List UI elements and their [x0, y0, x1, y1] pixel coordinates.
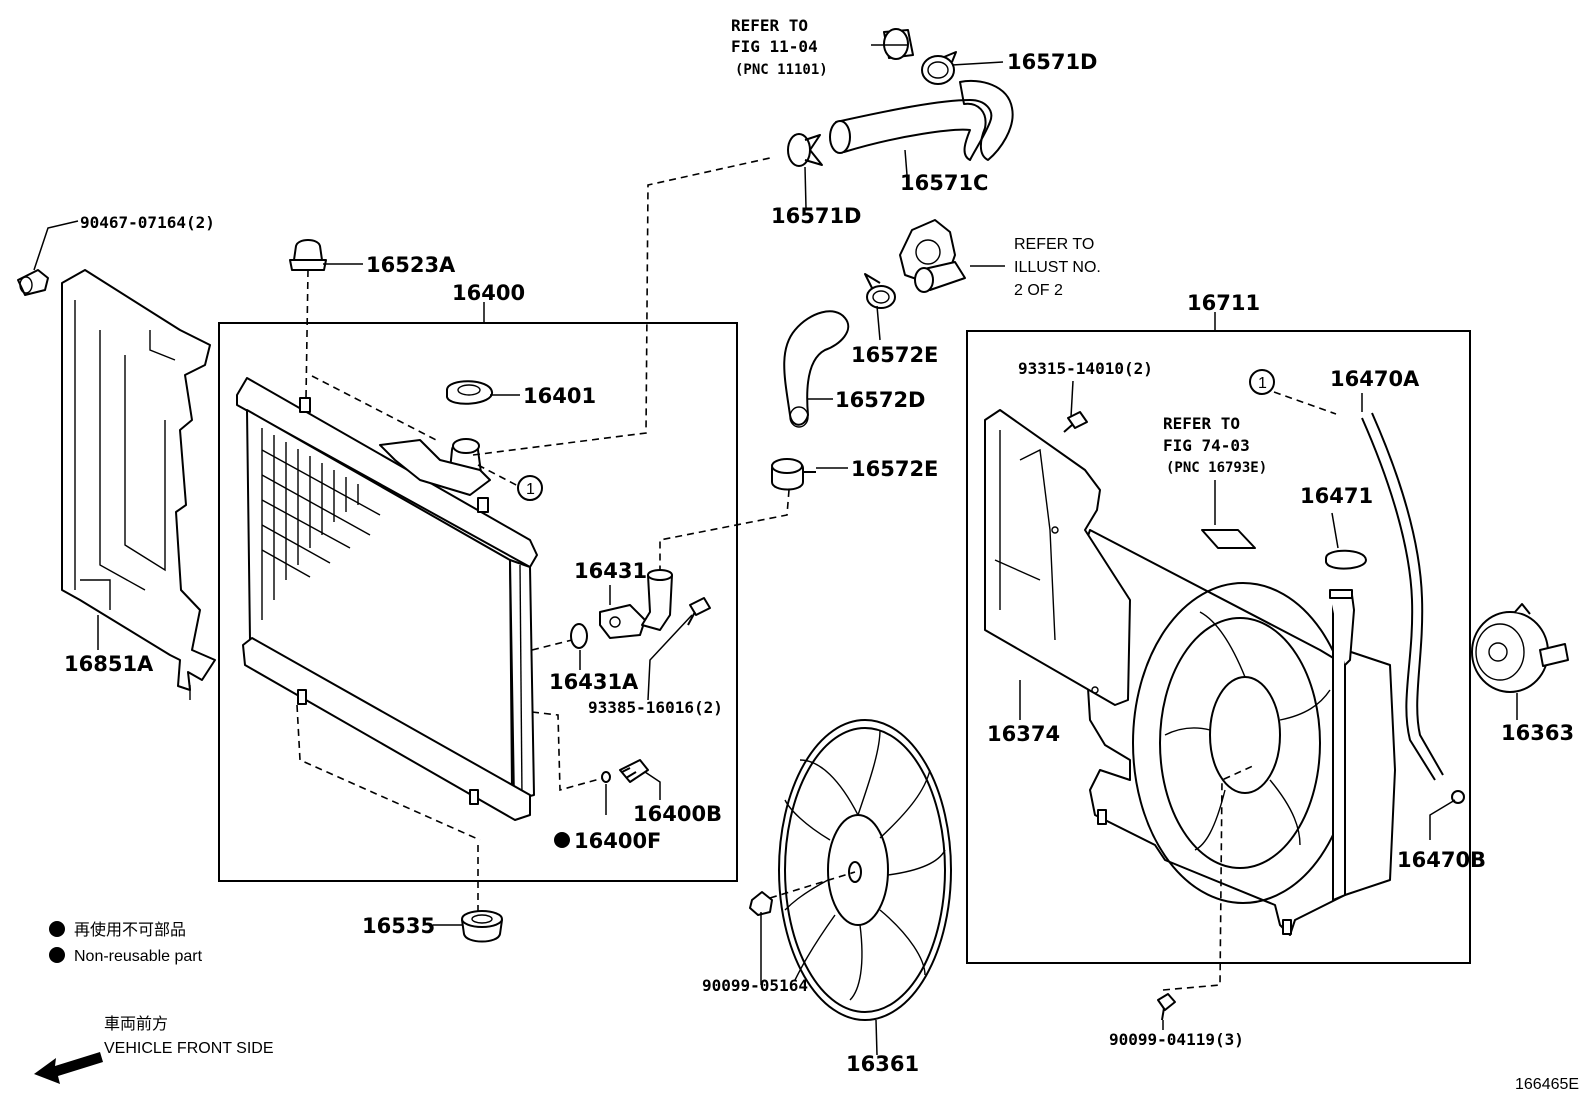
- gasket-16400F: [601, 771, 611, 783]
- label-90099-05164: 90099-05164: [702, 976, 808, 995]
- ref-fig1104-line2: FIG 11-04: [731, 37, 818, 56]
- fan-shroud-group-box: [966, 330, 1471, 964]
- side-deflector-16851A: [61, 269, 216, 700]
- vehicle-front-indicator: 車両前方 VEHICLE FRONT SIDE: [34, 1015, 274, 1084]
- label-16471: 16471: [1300, 484, 1373, 508]
- label-16523A: 16523A: [366, 253, 456, 277]
- label-16571D-bot: 16571D: [771, 204, 862, 228]
- label-93385: 93385-16016(2): [588, 698, 723, 717]
- label-16571C: 16571C: [900, 171, 988, 195]
- front-arrow-icon: [34, 1052, 103, 1084]
- ref-illust-line3: 2 OF 2: [1014, 282, 1063, 299]
- front-en-text: VEHICLE FRONT SIDE: [104, 1040, 274, 1057]
- label-16711: 16711: [1187, 291, 1260, 315]
- thermostat-housing: [899, 219, 966, 293]
- hose-clamp-mid: [787, 133, 823, 167]
- label-16400: 16400: [452, 281, 525, 305]
- ref-illust-line1: REFER TO: [1014, 236, 1094, 253]
- dashed-lines: [296, 157, 1337, 991]
- upper-hose-16571C: [829, 80, 1014, 161]
- shroud-plate-16374: [984, 409, 1131, 706]
- reservoir-tank: [1329, 589, 1355, 666]
- label-90467: 90467-07164(2): [80, 213, 215, 232]
- hose-clamp-16572E-top: [864, 273, 896, 309]
- o-ring-16431A: [570, 623, 588, 649]
- label-16572E-top: 16572E: [851, 343, 938, 367]
- legend-dot-en: [49, 947, 65, 963]
- fan-motor-16363: [1471, 603, 1569, 693]
- legend-jp-text: 再使用不可部品: [74, 921, 186, 939]
- hose-clamp-top: [921, 51, 957, 85]
- radiator-16400: [236, 377, 538, 821]
- front-jp-text: 車両前方: [104, 1015, 168, 1033]
- overflow-hose-16470A: [1361, 412, 1444, 781]
- ref-fig-11-04: REFER TO FIG 11-04 (PNC 11101): [731, 16, 828, 78]
- label-16470A: 16470A: [1330, 367, 1420, 391]
- cushion-16523A: [289, 239, 327, 271]
- label-16363: 16363: [1501, 721, 1574, 745]
- label-16400F: 16400F: [574, 829, 661, 853]
- legend-en-text: Non-reusable part: [74, 948, 203, 965]
- label-16535: 16535: [362, 914, 435, 938]
- fan-16361: [778, 719, 952, 1021]
- radiator-cap-16401: [446, 380, 493, 405]
- clip-90467: [17, 269, 49, 296]
- bolt-90099-04119: [1157, 993, 1176, 1021]
- legend-dot-jp: [49, 921, 65, 937]
- clip-16470B: [1451, 790, 1465, 804]
- drain-cock-16400B: [619, 759, 649, 783]
- bolt-93385: [687, 597, 711, 626]
- label-16401: 16401: [523, 384, 596, 408]
- non-reusable-dot: [554, 832, 570, 848]
- label-16400B: 16400B: [633, 802, 722, 826]
- label-16470B: 16470B: [1397, 848, 1486, 872]
- ref-illust-2-of-2: REFER TO ILLUST NO. 2 OF 2: [1014, 236, 1101, 299]
- ref-fig7403-line1: REFER TO: [1163, 414, 1240, 433]
- nut-90099-05164: [749, 891, 773, 916]
- ref-fig1104-line3: (PNC 11101): [735, 62, 828, 78]
- lower-hose-16572D: [783, 310, 850, 428]
- diagram-code: 166465E: [1515, 1076, 1579, 1093]
- ref-fig1104-line1: REFER TO: [731, 16, 808, 35]
- label-93315: 93315-14010(2): [1018, 359, 1153, 378]
- cushion-16535: [461, 910, 503, 943]
- marker-one-left-text: 1: [526, 481, 535, 498]
- label-16851A: 16851A: [64, 652, 154, 676]
- leader-lines: [33, 44, 1518, 1056]
- marker-one-right: 1: [1249, 369, 1275, 395]
- label-16361: 16361: [846, 1052, 919, 1076]
- ref-fig7403-line3: (PNC 16793E): [1166, 460, 1267, 476]
- ref-fig-74-03: REFER TO FIG 74-03 (PNC 16793E): [1163, 414, 1267, 476]
- legend: 再使用不可部品 Non-reusable part: [49, 921, 203, 965]
- reservoir-cap-16471: [1325, 549, 1367, 570]
- label-16431A: 16431A: [549, 670, 639, 694]
- label-16571D-top: 16571D: [1007, 50, 1098, 74]
- label-90099-04119: 90099-04119(3): [1109, 1030, 1244, 1049]
- shroud-16711: [1079, 529, 1396, 936]
- label-16431: 16431: [574, 559, 647, 583]
- label-16572E-bot: 16572E: [851, 457, 938, 481]
- hose-clamp-16572E-bot: [771, 458, 816, 491]
- water-inlet-16431: [599, 569, 673, 639]
- ref-illust-line2: ILLUST NO.: [1014, 259, 1101, 276]
- hose-pipe-part: [883, 28, 914, 60]
- ref-fig7403-line2: FIG 74-03: [1163, 436, 1250, 455]
- label-16572D: 16572D: [835, 388, 926, 412]
- marker-one-left: 1: [517, 475, 543, 501]
- label-plate-fig7403: [1201, 529, 1256, 549]
- bolt-93315: [1063, 411, 1088, 433]
- marker-one-right-text: 1: [1258, 375, 1267, 392]
- label-16374: 16374: [987, 722, 1060, 746]
